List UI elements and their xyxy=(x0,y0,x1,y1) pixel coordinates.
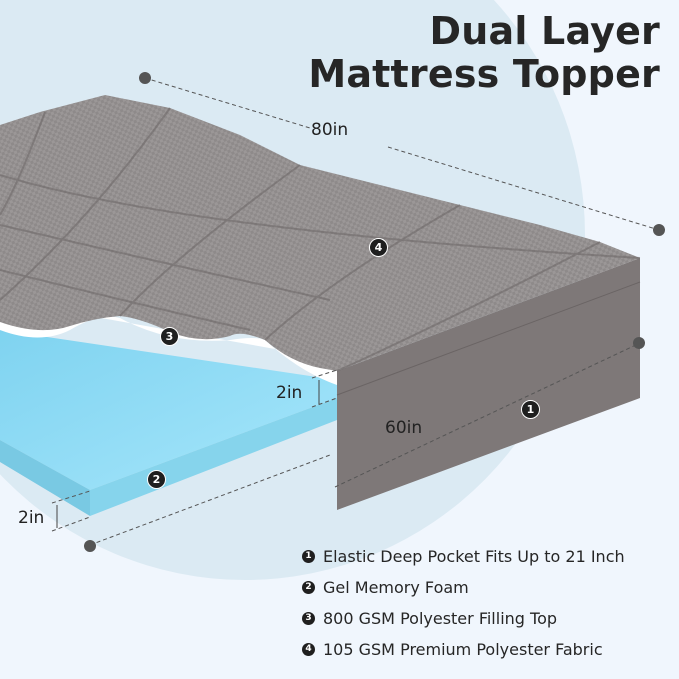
width-label: 60in xyxy=(385,418,423,438)
feature-label: 800 GSM Polyester Filling Top xyxy=(323,609,558,628)
feature-label: Gel Memory Foam xyxy=(323,578,469,597)
gel-memory-foam-layer xyxy=(0,330,337,516)
feature-item: 1 Elastic Deep Pocket Fits Up to 21 Inch xyxy=(302,541,625,572)
badge-1: 1 xyxy=(521,400,540,419)
feature-number-icon: 2 xyxy=(302,581,315,594)
feature-item: 4 105 GSM Premium Polyester Fabric xyxy=(302,634,625,665)
feature-number-icon: 4 xyxy=(302,643,315,656)
feature-number-icon: 3 xyxy=(302,612,315,625)
top-height-label: 2in xyxy=(276,383,303,403)
badge-3: 3 xyxy=(160,327,179,346)
feature-label: Elastic Deep Pocket Fits Up to 21 Inch xyxy=(323,547,625,566)
dimension-lines xyxy=(51,77,660,546)
feature-number-icon: 1 xyxy=(302,550,315,563)
quilted-top-surface xyxy=(0,95,641,372)
page-title: Dual Layer Mattress Topper xyxy=(308,10,660,96)
dimension-endpoints xyxy=(84,72,665,552)
feature-label: 105 GSM Premium Polyester Fabric xyxy=(323,640,603,659)
title-line-2: Mattress Topper xyxy=(308,52,660,96)
badge-2: 2 xyxy=(147,470,166,489)
length-label: 80in xyxy=(311,120,349,140)
feature-list: 1 Elastic Deep Pocket Fits Up to 21 Inch… xyxy=(302,541,625,665)
badge-4: 4 xyxy=(369,238,388,257)
foam-height-label: 2in xyxy=(18,508,45,528)
feature-item: 3 800 GSM Polyester Filling Top xyxy=(302,603,625,634)
title-line-1: Dual Layer xyxy=(429,9,660,53)
feature-item: 2 Gel Memory Foam xyxy=(302,572,625,603)
topper-side-skirt xyxy=(336,258,641,510)
